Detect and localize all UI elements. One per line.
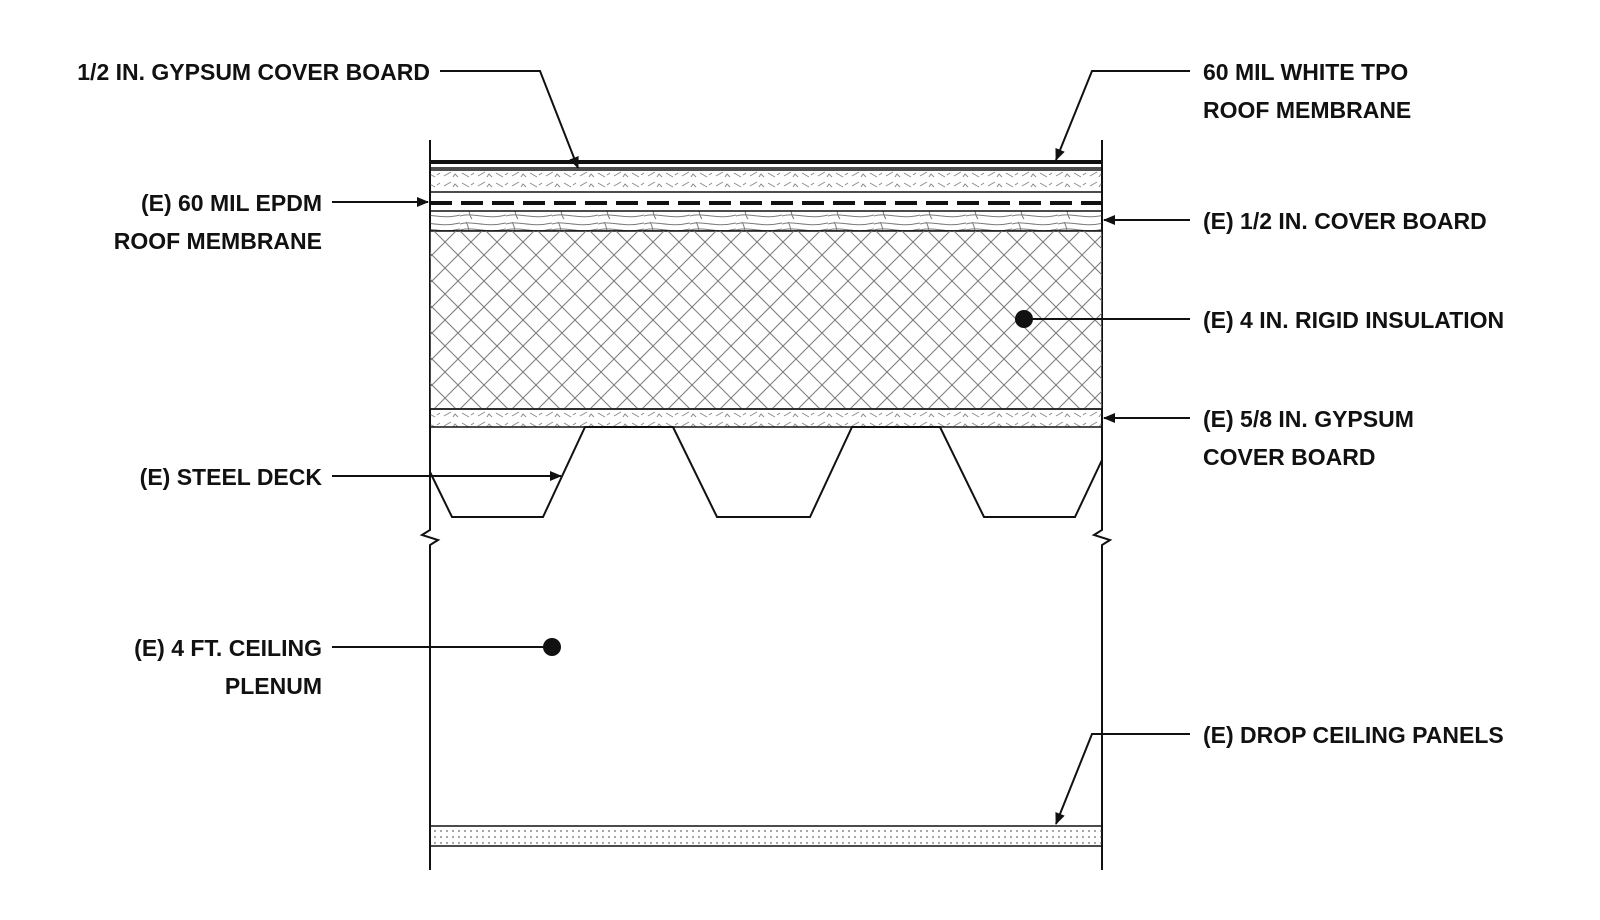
gypsum-five-eighths-layer xyxy=(429,408,1103,428)
rigid-insulation-layer xyxy=(429,230,1103,410)
leader-dot-rigid-insulation xyxy=(1015,310,1033,328)
leader-tpo-membrane xyxy=(1055,70,1190,161)
label-gypsum-cover-board: 1/2 IN. GYPSUM COVER BOARD xyxy=(77,59,430,85)
label-ceiling-plenum-line2: PLENUM xyxy=(225,673,322,699)
label-cover-board-half: (E) 1/2 IN. COVER BOARD xyxy=(1203,208,1487,234)
label-tpo-membrane-line1: 60 MIL WHITE TPO xyxy=(1203,59,1408,85)
existing-cover-board-layer xyxy=(429,210,1103,232)
gypsum-cover-board-layer xyxy=(429,169,1103,193)
label-gypsum-five-eighths-line2: COVER BOARD xyxy=(1203,444,1376,470)
label-epdm-membrane-line2: ROOF MEMBRANE xyxy=(114,228,322,254)
steel-deck-profile xyxy=(429,426,1103,518)
leader-drop-ceiling xyxy=(1055,733,1190,825)
labels: 1/2 IN. GYPSUM COVER BOARD 60 MIL WHITE … xyxy=(77,59,1504,748)
label-steel-deck: (E) STEEL DECK xyxy=(140,464,323,490)
drop-ceiling-panel-layer xyxy=(429,825,1103,847)
leader-gypsum-cover-board xyxy=(440,70,579,169)
label-rigid-insulation: (E) 4 IN. RIGID INSULATION xyxy=(1203,307,1504,333)
label-ceiling-plenum-line1: (E) 4 FT. CEILING xyxy=(134,635,322,661)
left-boundary-upper xyxy=(419,140,441,870)
leader-dot-ceiling-plenum xyxy=(543,638,561,656)
section-frame xyxy=(419,140,1113,870)
roof-layers xyxy=(429,160,1103,847)
label-tpo-membrane-line2: ROOF MEMBRANE xyxy=(1203,97,1411,123)
label-drop-ceiling: (E) DROP CEILING PANELS xyxy=(1203,722,1504,748)
label-gypsum-five-eighths-line1: (E) 5/8 IN. GYPSUM xyxy=(1203,406,1414,432)
leader-lines xyxy=(332,70,1190,825)
right-boundary-upper xyxy=(1091,140,1113,870)
label-epdm-membrane-line1: (E) 60 MIL EPDM xyxy=(141,190,322,216)
